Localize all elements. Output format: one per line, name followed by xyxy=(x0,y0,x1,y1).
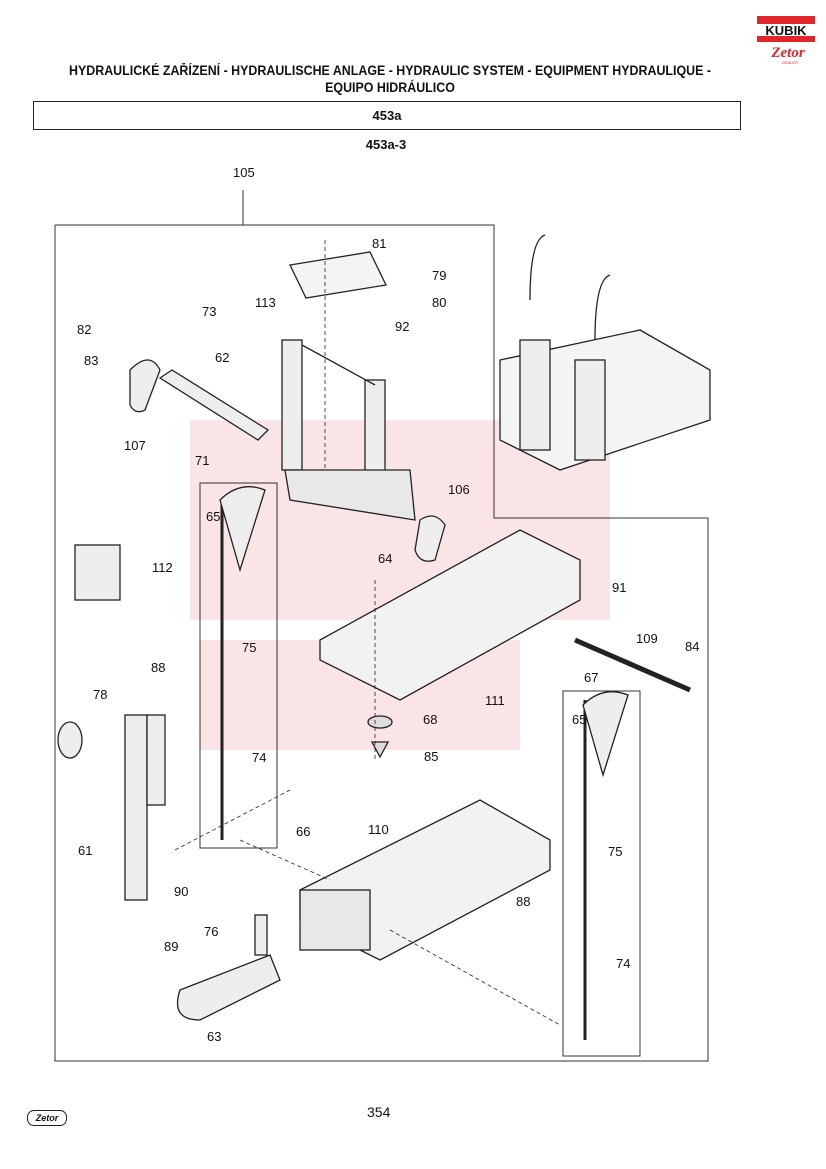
callout-part-76: 76 xyxy=(204,924,218,939)
group-code-box: 453a xyxy=(33,101,741,130)
callout-part-90: 90 xyxy=(174,884,188,899)
callout-part-73: 73 xyxy=(202,304,216,319)
callout-part-85: 85 xyxy=(424,749,438,764)
callout-part-112: 112 xyxy=(152,560,173,575)
page-number: 354 xyxy=(367,1104,391,1120)
callout-part-75: 75 xyxy=(242,640,256,655)
callout-part-111: 111 xyxy=(485,693,505,708)
callout-part-75: 75 xyxy=(608,844,622,859)
callout-part-65: 65 xyxy=(572,712,586,727)
title-line-1: HYDRAULICKÉ ZAŘÍZENÍ - HYDRAULISCHE ANLA… xyxy=(69,63,711,78)
assembly-88-left-frame xyxy=(199,482,278,849)
callout-part-89: 89 xyxy=(164,939,178,954)
figure-code: 453a-3 xyxy=(365,137,407,152)
callout-part-107: 107 xyxy=(124,438,146,453)
callout-part-91: 91 xyxy=(612,580,626,595)
callout-part-82: 82 xyxy=(77,322,91,337)
title-line-2: EQUIPO HIDRÁULICO xyxy=(325,80,455,95)
footer-zetor-logo: Zetor xyxy=(27,1110,67,1126)
callout-part-83: 83 xyxy=(84,353,98,368)
callout-part-61: 61 xyxy=(78,843,92,858)
page-title: HYDRAULICKÉ ZAŘÍZENÍ - HYDRAULISCHE ANLA… xyxy=(50,62,731,96)
svg-text:Zetor: Zetor xyxy=(770,45,804,61)
callout-part-84: 84 xyxy=(685,639,699,654)
kubik-zetor-logo: KUBIK Zetor DEALER xyxy=(757,16,815,65)
callout-part-88: 88 xyxy=(151,660,165,675)
callout-part-74: 74 xyxy=(616,956,630,971)
svg-text:KUBIK: KUBIK xyxy=(765,23,807,38)
callout-part-106: 106 xyxy=(448,482,470,497)
callout-part-105: 105 xyxy=(233,165,255,180)
callout-part-81: 81 xyxy=(372,236,386,251)
callout-part-109: 109 xyxy=(636,631,658,646)
assembly-105-frame xyxy=(54,224,709,1062)
assembly-88-right-frame xyxy=(562,690,641,1057)
callout-part-88: 88 xyxy=(516,894,530,909)
callout-part-66: 66 xyxy=(296,824,310,839)
callout-part-79: 79 xyxy=(432,268,446,283)
callout-part-62: 62 xyxy=(215,350,229,365)
svg-text:DEALER: DEALER xyxy=(782,60,798,65)
callout-part-63: 63 xyxy=(207,1029,221,1044)
callout-part-68: 68 xyxy=(423,712,437,727)
callout-part-80: 80 xyxy=(432,295,446,310)
callout-part-67: 67 xyxy=(584,670,598,685)
callout-part-64: 64 xyxy=(378,551,392,566)
callout-part-92: 92 xyxy=(395,319,409,334)
callout-part-113: 113 xyxy=(255,295,276,310)
callout-part-110: 110 xyxy=(368,822,389,837)
callout-part-78: 78 xyxy=(93,687,107,702)
callout-part-65: 65 xyxy=(206,509,220,524)
callout-part-71: 71 xyxy=(195,453,209,468)
callout-part-74: 74 xyxy=(252,750,266,765)
